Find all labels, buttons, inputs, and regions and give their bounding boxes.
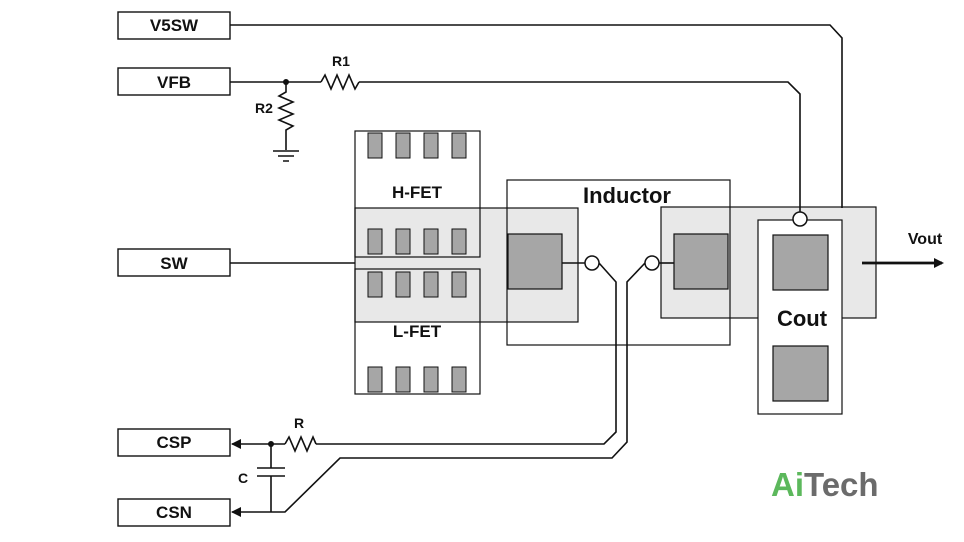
logo-suffix: Tech bbox=[804, 466, 879, 503]
csp-arrowhead bbox=[231, 439, 241, 449]
hfet-pad bbox=[367, 228, 383, 255]
hfet-pad bbox=[451, 132, 467, 159]
pin-box-v5sw bbox=[117, 11, 231, 40]
pin-label-csp: CSP bbox=[157, 433, 192, 452]
lfet-pad bbox=[367, 271, 383, 298]
v5sw-trace bbox=[230, 24, 843, 208]
lfet-pad bbox=[451, 366, 467, 393]
pin-label-csn: CSN bbox=[156, 503, 192, 522]
hfet-pad bbox=[423, 132, 439, 159]
csn-trace bbox=[232, 262, 646, 513]
via-vfb bbox=[792, 211, 808, 227]
lfet-pad bbox=[395, 366, 411, 393]
lfet-package bbox=[354, 268, 481, 395]
c-label: C bbox=[238, 470, 248, 486]
pin-label-vfb: VFB bbox=[157, 73, 191, 92]
csp-trace bbox=[316, 262, 617, 445]
node-dot-rc bbox=[268, 441, 274, 447]
inductor-pad-right bbox=[673, 233, 729, 290]
cout-pad-top bbox=[772, 234, 829, 291]
logo-prefix: Ai bbox=[771, 466, 804, 503]
pin-label-v5sw: V5SW bbox=[150, 16, 199, 35]
vfb-trace bbox=[230, 81, 801, 213]
r1-label: R1 bbox=[332, 53, 350, 69]
c-capacitor bbox=[257, 467, 285, 477]
lfet-label: L-FET bbox=[393, 322, 442, 341]
hfet-pad bbox=[395, 228, 411, 255]
hfet-package bbox=[354, 130, 481, 258]
aitech-logo: AiTech bbox=[771, 466, 879, 503]
r-label: R bbox=[294, 415, 304, 431]
hfet-pad bbox=[451, 228, 467, 255]
pin-box-sw bbox=[117, 248, 231, 277]
ground-symbol bbox=[273, 150, 299, 162]
r2-resistor bbox=[276, 82, 296, 150]
lfet-pad bbox=[395, 271, 411, 298]
lfet-pad bbox=[367, 366, 383, 393]
inductor-pad-left bbox=[507, 233, 563, 290]
lfet-pad bbox=[451, 271, 467, 298]
inductor-label: Inductor bbox=[583, 183, 671, 208]
pin-box-vfb bbox=[117, 67, 231, 96]
via-left bbox=[584, 255, 600, 271]
hfet-label: H-FET bbox=[392, 183, 443, 202]
cout-label: Cout bbox=[777, 306, 828, 331]
vout-label: Vout bbox=[908, 231, 943, 248]
pin-box-csp bbox=[117, 428, 231, 457]
r-resistor bbox=[284, 434, 317, 454]
pin-box-csn bbox=[117, 498, 231, 527]
inductor-outline bbox=[506, 179, 731, 346]
lfet-pad bbox=[423, 271, 439, 298]
cout-pad-bottom bbox=[772, 345, 829, 402]
hfet-pad bbox=[367, 132, 383, 159]
via-right bbox=[644, 255, 660, 271]
csn-arrowhead bbox=[231, 507, 241, 517]
hfet-pad bbox=[423, 228, 439, 255]
lfet-pad bbox=[423, 366, 439, 393]
r1-resistor bbox=[320, 72, 360, 92]
r2-label: R2 bbox=[255, 100, 273, 116]
pin-label-sw: SW bbox=[160, 254, 188, 273]
hfet-pad bbox=[395, 132, 411, 159]
